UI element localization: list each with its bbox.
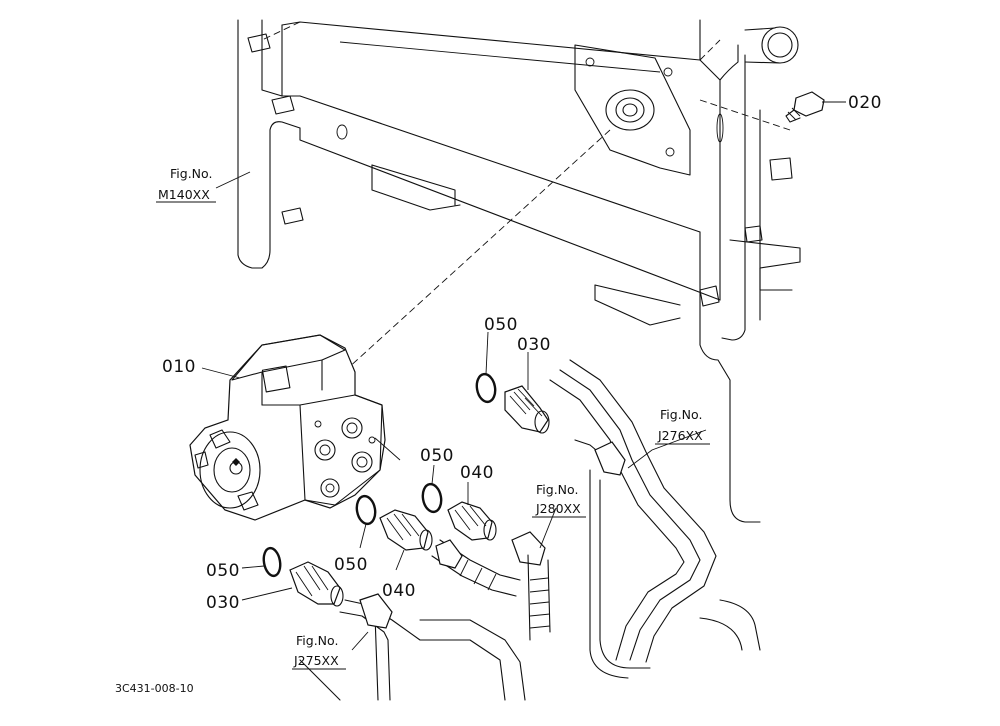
figref-j276-title: Fig.No. [660,407,702,422]
callout-labels: 010 020 030 030 050 050 050 050 040 040 [162,93,882,613]
leader-lines [201,101,846,651]
figref-j280-code: J280XX [535,501,581,516]
figref-m140-title: Fig.No. [170,166,212,181]
callout-050-lower: 050 [206,561,240,581]
oring-lower [262,546,282,578]
callout-040-lower: 040 [382,581,416,601]
figref-m140-code: M140XX [158,187,210,202]
figref-j276-code: J276XX [657,428,703,443]
callout-050-inner: 050 [334,555,368,575]
oring-inner [355,494,377,526]
figref-j275-title: Fig.No. [296,633,338,648]
figref-j275: Fig.No. J275XX [292,633,346,670]
assembly-lines [261,21,791,381]
hydraulic-pump [189,334,386,521]
callout-040-upper: 040 [460,463,494,483]
oring-mid [421,482,443,514]
oring-upper [475,372,497,404]
connector-upper [447,501,497,541]
callout-020: 020 [848,93,882,113]
figref-j280-title: Fig.No. [536,482,578,497]
callout-050-upper: 050 [484,315,518,335]
figref-m140: Fig.No. M140XX [156,166,216,203]
drawing-code: 3C431-008-10 [115,682,194,695]
adaptor-upper [504,385,550,434]
figure-references: Fig.No. M140XX Fig.No. J276XX Fig.No. J2… [156,166,710,670]
frame-assembly [237,19,801,523]
callout-050-mid: 050 [420,446,454,466]
callout-030-lower: 030 [206,593,240,613]
hoses [299,359,761,701]
callout-030-upper: 030 [517,335,551,355]
figref-j275-code: J275XX [293,653,339,668]
figref-j276: Fig.No. J276XX [655,407,710,445]
connector-lower [379,509,433,551]
fittings [262,91,825,607]
figref-j280: Fig.No. J280XX [532,482,586,518]
callout-010: 010 [162,357,196,377]
adaptor-lower [289,561,344,607]
bolt [785,91,825,123]
